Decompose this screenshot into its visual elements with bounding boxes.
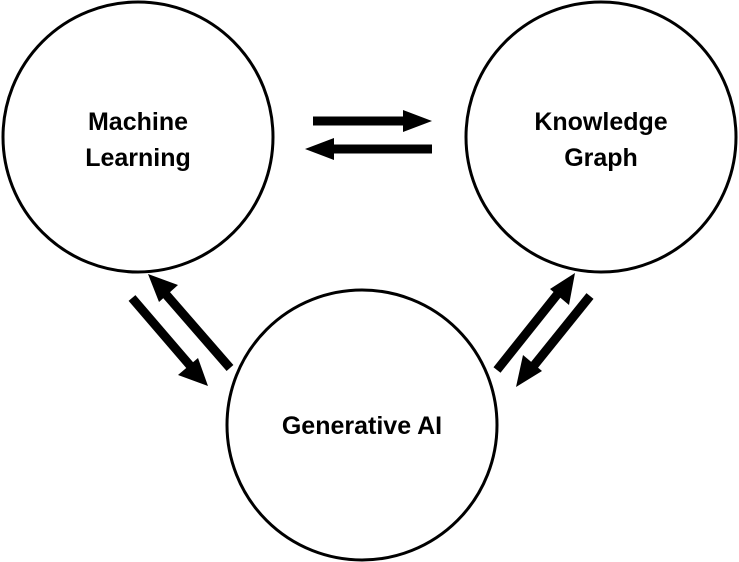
arrowhead xyxy=(178,358,208,386)
node-knowledge-graph-circle xyxy=(464,0,738,274)
node-knowledge-graph: Knowledge Graph xyxy=(464,0,738,274)
node-knowledge-graph-label-line2: Graph xyxy=(564,144,638,172)
arrowhead xyxy=(403,110,432,132)
arrow-genai-to-kg xyxy=(493,273,575,373)
node-knowledge-graph-label-line1: Knowledge xyxy=(534,108,667,136)
arrowhead xyxy=(148,274,178,302)
arrow-kg-to-ml xyxy=(305,138,432,160)
arrowhead xyxy=(516,355,542,387)
arrow-ml-to-genai xyxy=(128,295,208,386)
node-generative-ai-circle xyxy=(225,288,499,562)
node-machine-learning: Machine Learning xyxy=(1,0,275,274)
arrowhead xyxy=(550,273,575,305)
node-generative-ai-label: Generative AI xyxy=(282,412,442,440)
arrow-ml-to-kg xyxy=(313,110,432,132)
node-generative-ai: Generative AI xyxy=(225,288,499,562)
node-machine-learning-circle xyxy=(1,0,275,274)
arrow-kg-to-genai xyxy=(516,293,594,387)
arrowhead xyxy=(305,138,334,160)
arrow-genai-to-ml xyxy=(148,274,234,371)
node-machine-learning-label-line2: Learning xyxy=(85,144,191,172)
node-machine-learning-label-line1: Machine xyxy=(88,108,188,136)
